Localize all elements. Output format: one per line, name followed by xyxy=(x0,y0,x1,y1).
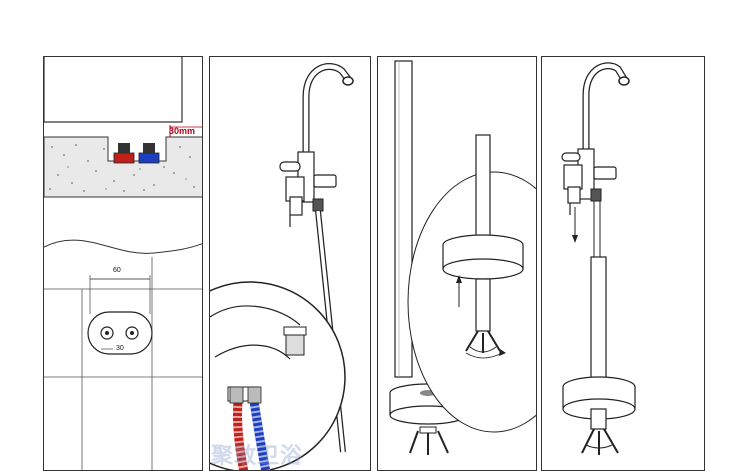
zoom-circle xyxy=(210,281,346,470)
up-arrow-icon xyxy=(456,275,462,283)
mounting-plate xyxy=(87,311,153,355)
tile-grid xyxy=(44,257,202,470)
spout-outlet xyxy=(618,76,630,86)
watermark: 聚敢卫浴 xyxy=(211,444,304,469)
dim-label-hole: 30 xyxy=(116,345,124,352)
spout-outlet xyxy=(342,76,354,86)
wall-outline xyxy=(44,57,183,123)
pipe-flange-diagram xyxy=(389,60,536,455)
down-arrow-icon xyxy=(572,235,578,243)
dim-label-30mm: 30mm xyxy=(169,126,196,136)
cold-fitting xyxy=(143,143,155,153)
step-4-panel xyxy=(541,56,705,471)
step-1-panel: 30mm 60 30 xyxy=(43,56,203,471)
hot-pipe xyxy=(113,152,135,164)
handle-upper xyxy=(279,161,301,172)
step-3-panel xyxy=(377,56,537,471)
wall-diagram xyxy=(44,57,202,470)
concrete-texture xyxy=(49,144,195,192)
rotate-arrow-icon xyxy=(499,349,506,356)
assembled-faucet-diagram xyxy=(561,62,636,455)
hot-fitting xyxy=(118,143,130,153)
faucet-hose-diagram xyxy=(210,63,354,470)
dim-label-60: 60 xyxy=(113,267,121,274)
cold-pipe xyxy=(138,152,160,164)
step-2-panel xyxy=(209,56,371,471)
